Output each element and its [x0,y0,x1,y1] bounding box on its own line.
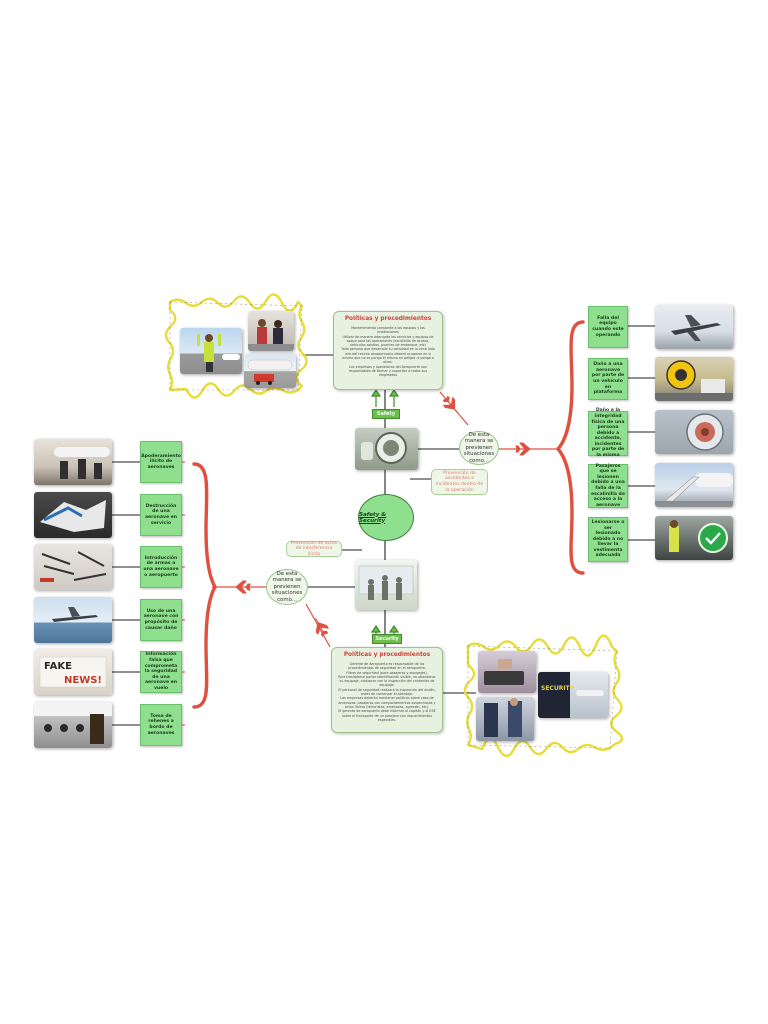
security-policies-title: Políticas y procedimientos [343,652,431,658]
safety-policy-item: Toda persona que desarrolle su actividad… [341,347,435,365]
security-policy-item: Gerente de Aeropuerto es responsable de … [348,662,426,671]
security-vest-label: SECURITY [541,685,575,692]
safety-situation-1: Falla del equipo cuando este operando [588,306,628,348]
safety-situation-2: Daño a una aeronave por parte de un vehí… [588,358,628,400]
baggage-check-photo [478,651,536,693]
security-policy-item: Filtros de seguridad (para pasajeros y e… [346,670,428,675]
hostages-photo [34,702,112,748]
security-guard-photo: SECURITY [538,672,608,718]
security-prevention-oval: De esta manera se previenen situaciones … [266,569,308,605]
security-situation-3: Introducción de armas a una aeronave o a… [140,546,182,588]
central-topic: Safety & Security [358,494,414,541]
boarding-stairs-photo [655,463,733,507]
security-policy-item: Para trasladarse portar identificación v… [338,674,436,688]
security-situation-6: Toma de rehenes a bordo de aeronaves [140,704,182,746]
safety-policy-item: Las empresas y operadoras del Aeropuerto… [348,364,428,378]
ground-vehicle-photo [244,354,296,388]
safety-tag: Safety [372,409,400,419]
red-airplane-icon [515,442,536,456]
seized-weapons-photo [34,544,112,590]
security-situation-4: Uso de una aeronave con propósito de cau… [140,599,182,641]
security-note: Prevención de actos de interferencia ilí… [286,541,342,557]
safety-policies-title: Políticas y procedimientos [344,316,432,322]
safety-note: Prevención de accidentes e incidentes de… [431,469,488,495]
security-policies-box: Políticas y procedimientos Gerente de Ae… [331,647,443,733]
marshaller-photo [180,328,242,374]
security-situation-1: Apoderamiento ilícito de aeronaves [140,441,182,483]
low-flying-plane-photo [34,597,112,643]
engine-truck-photo [655,357,733,401]
safety-policy-item: Mantenimiento constante a los equipos y … [351,326,425,335]
pat-down-photo [476,697,534,741]
security-policy-item: El personal de seguridad realizará la in… [338,687,436,697]
security-situation-5: Información falsa que comprometa la segu… [140,651,182,693]
engine-damage-photo [655,410,733,454]
safety-situation-5: Lesionarse o ser lesionado debido a no l… [588,517,628,562]
security-situation-2: Destrucción de una aeronave en servicio [140,494,182,536]
wreckage-photo [34,492,112,538]
engine-inspection-photo [355,428,418,470]
fake-news-label-2: NEWS! [64,675,102,686]
airplane-takeoff-photo [655,305,733,349]
terminal-silhouettes-photo [355,560,417,610]
security-policy-item: Las empresas deberán mantener políticas … [338,696,436,709]
security-policy-item: El gerente de aeropuerto debe informar a… [338,709,436,722]
fake-news-label-1: FAKE [44,661,72,672]
safety-policies-box: Políticas y procedimientos Mantenimiento… [333,311,443,390]
safety-vest-photo [655,516,733,560]
safety-prevention-oval: De esta manera se previenen situaciones … [459,431,499,465]
safety-situation-4: Pasajeros que se lesionen debido a una f… [588,464,628,508]
safety-policy-item: Utilizar de manera adecuada los servicio… [342,334,434,348]
armed-team-photo [34,439,112,485]
crew-photo [248,311,294,351]
safety-situation-3: Daño a la integridad física de una perso… [588,408,628,458]
security-tag: Security [372,634,402,644]
fake-news-photo: FAKE NEWS! [34,649,112,695]
